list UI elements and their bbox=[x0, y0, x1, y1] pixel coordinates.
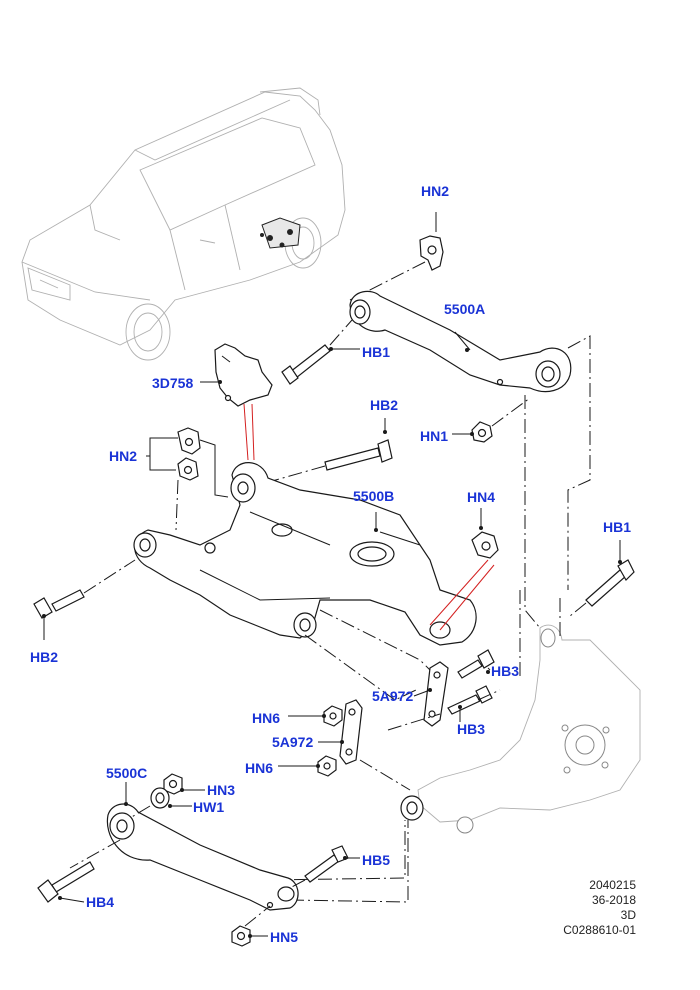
reference-line-2: 36-2018 bbox=[591, 893, 636, 907]
callout-5500a: 5500A bbox=[444, 301, 486, 317]
callout-hb2-top: HB2 bbox=[370, 397, 399, 413]
callout-hb1-left: HB1 bbox=[362, 344, 391, 360]
hn5-nut bbox=[231, 905, 271, 947]
hb3-bolts bbox=[447, 649, 501, 722]
hb5-bolt bbox=[289, 845, 360, 889]
lower-link-5500c bbox=[69, 782, 299, 911]
callout-5a972-top: 5A972 bbox=[372, 688, 414, 704]
upper-arm-5500a bbox=[349, 290, 591, 590]
callout-3d758: 3D758 bbox=[152, 375, 194, 391]
callout-hn6-bottom: HN6 bbox=[245, 760, 274, 776]
heat-shield-3d758 bbox=[200, 343, 273, 461]
callout-hb4: HB4 bbox=[86, 894, 115, 910]
link-5a972-top bbox=[413, 661, 449, 727]
callout-hb1-right: HB1 bbox=[603, 519, 632, 535]
hn2-clip-nuts-left bbox=[146, 427, 229, 531]
callout-hw1: HW1 bbox=[193, 799, 225, 815]
reference-line-3: 3D bbox=[620, 908, 636, 922]
callout-hn2-left: HN2 bbox=[109, 448, 138, 464]
hn4-nut bbox=[471, 508, 499, 559]
hn1-nut bbox=[452, 397, 531, 443]
callout-5500b: 5500B bbox=[353, 488, 395, 504]
callout-hn5: HN5 bbox=[270, 929, 299, 945]
vehicle-illustration bbox=[21, 87, 346, 361]
callout-hn3: HN3 bbox=[207, 782, 236, 798]
hb1-bolt-right bbox=[569, 540, 635, 617]
hn3-nut-hw1-washer bbox=[129, 773, 205, 819]
reference-block: 2040215 36-2018 3D C0288610-01 bbox=[563, 878, 636, 938]
callout-5500c: 5500C bbox=[106, 765, 148, 781]
hb1-bolt-left bbox=[281, 319, 360, 385]
lower-arm-5500b bbox=[133, 462, 495, 646]
callout-5a972-bottom: 5A972 bbox=[272, 734, 314, 750]
reference-line-1: 2040215 bbox=[589, 878, 636, 892]
callout-hn6-top: HN6 bbox=[252, 710, 281, 726]
rear-knuckle bbox=[400, 590, 641, 834]
reference-line-4: C0288610-01 bbox=[563, 923, 636, 937]
callout-hn1: HN1 bbox=[420, 428, 449, 444]
hb2-bolt-top bbox=[257, 418, 393, 486]
hn6-nuts bbox=[278, 705, 343, 777]
callout-hb5: HB5 bbox=[362, 852, 391, 868]
hb2-bolt-left bbox=[33, 559, 136, 640]
callout-hn2-top: HN2 bbox=[421, 183, 450, 199]
callout-hb3-bottom: HB3 bbox=[457, 721, 486, 737]
hn2-clip-nut-top bbox=[349, 212, 444, 301]
callout-hn4: HN4 bbox=[467, 489, 496, 505]
callout-hb3-top: HB3 bbox=[491, 663, 520, 679]
callout-hb2-left: HB2 bbox=[30, 649, 59, 665]
link-5a972-bottom bbox=[318, 699, 363, 765]
hb4-bolt bbox=[37, 861, 95, 903]
assembly-lines bbox=[269, 395, 541, 903]
